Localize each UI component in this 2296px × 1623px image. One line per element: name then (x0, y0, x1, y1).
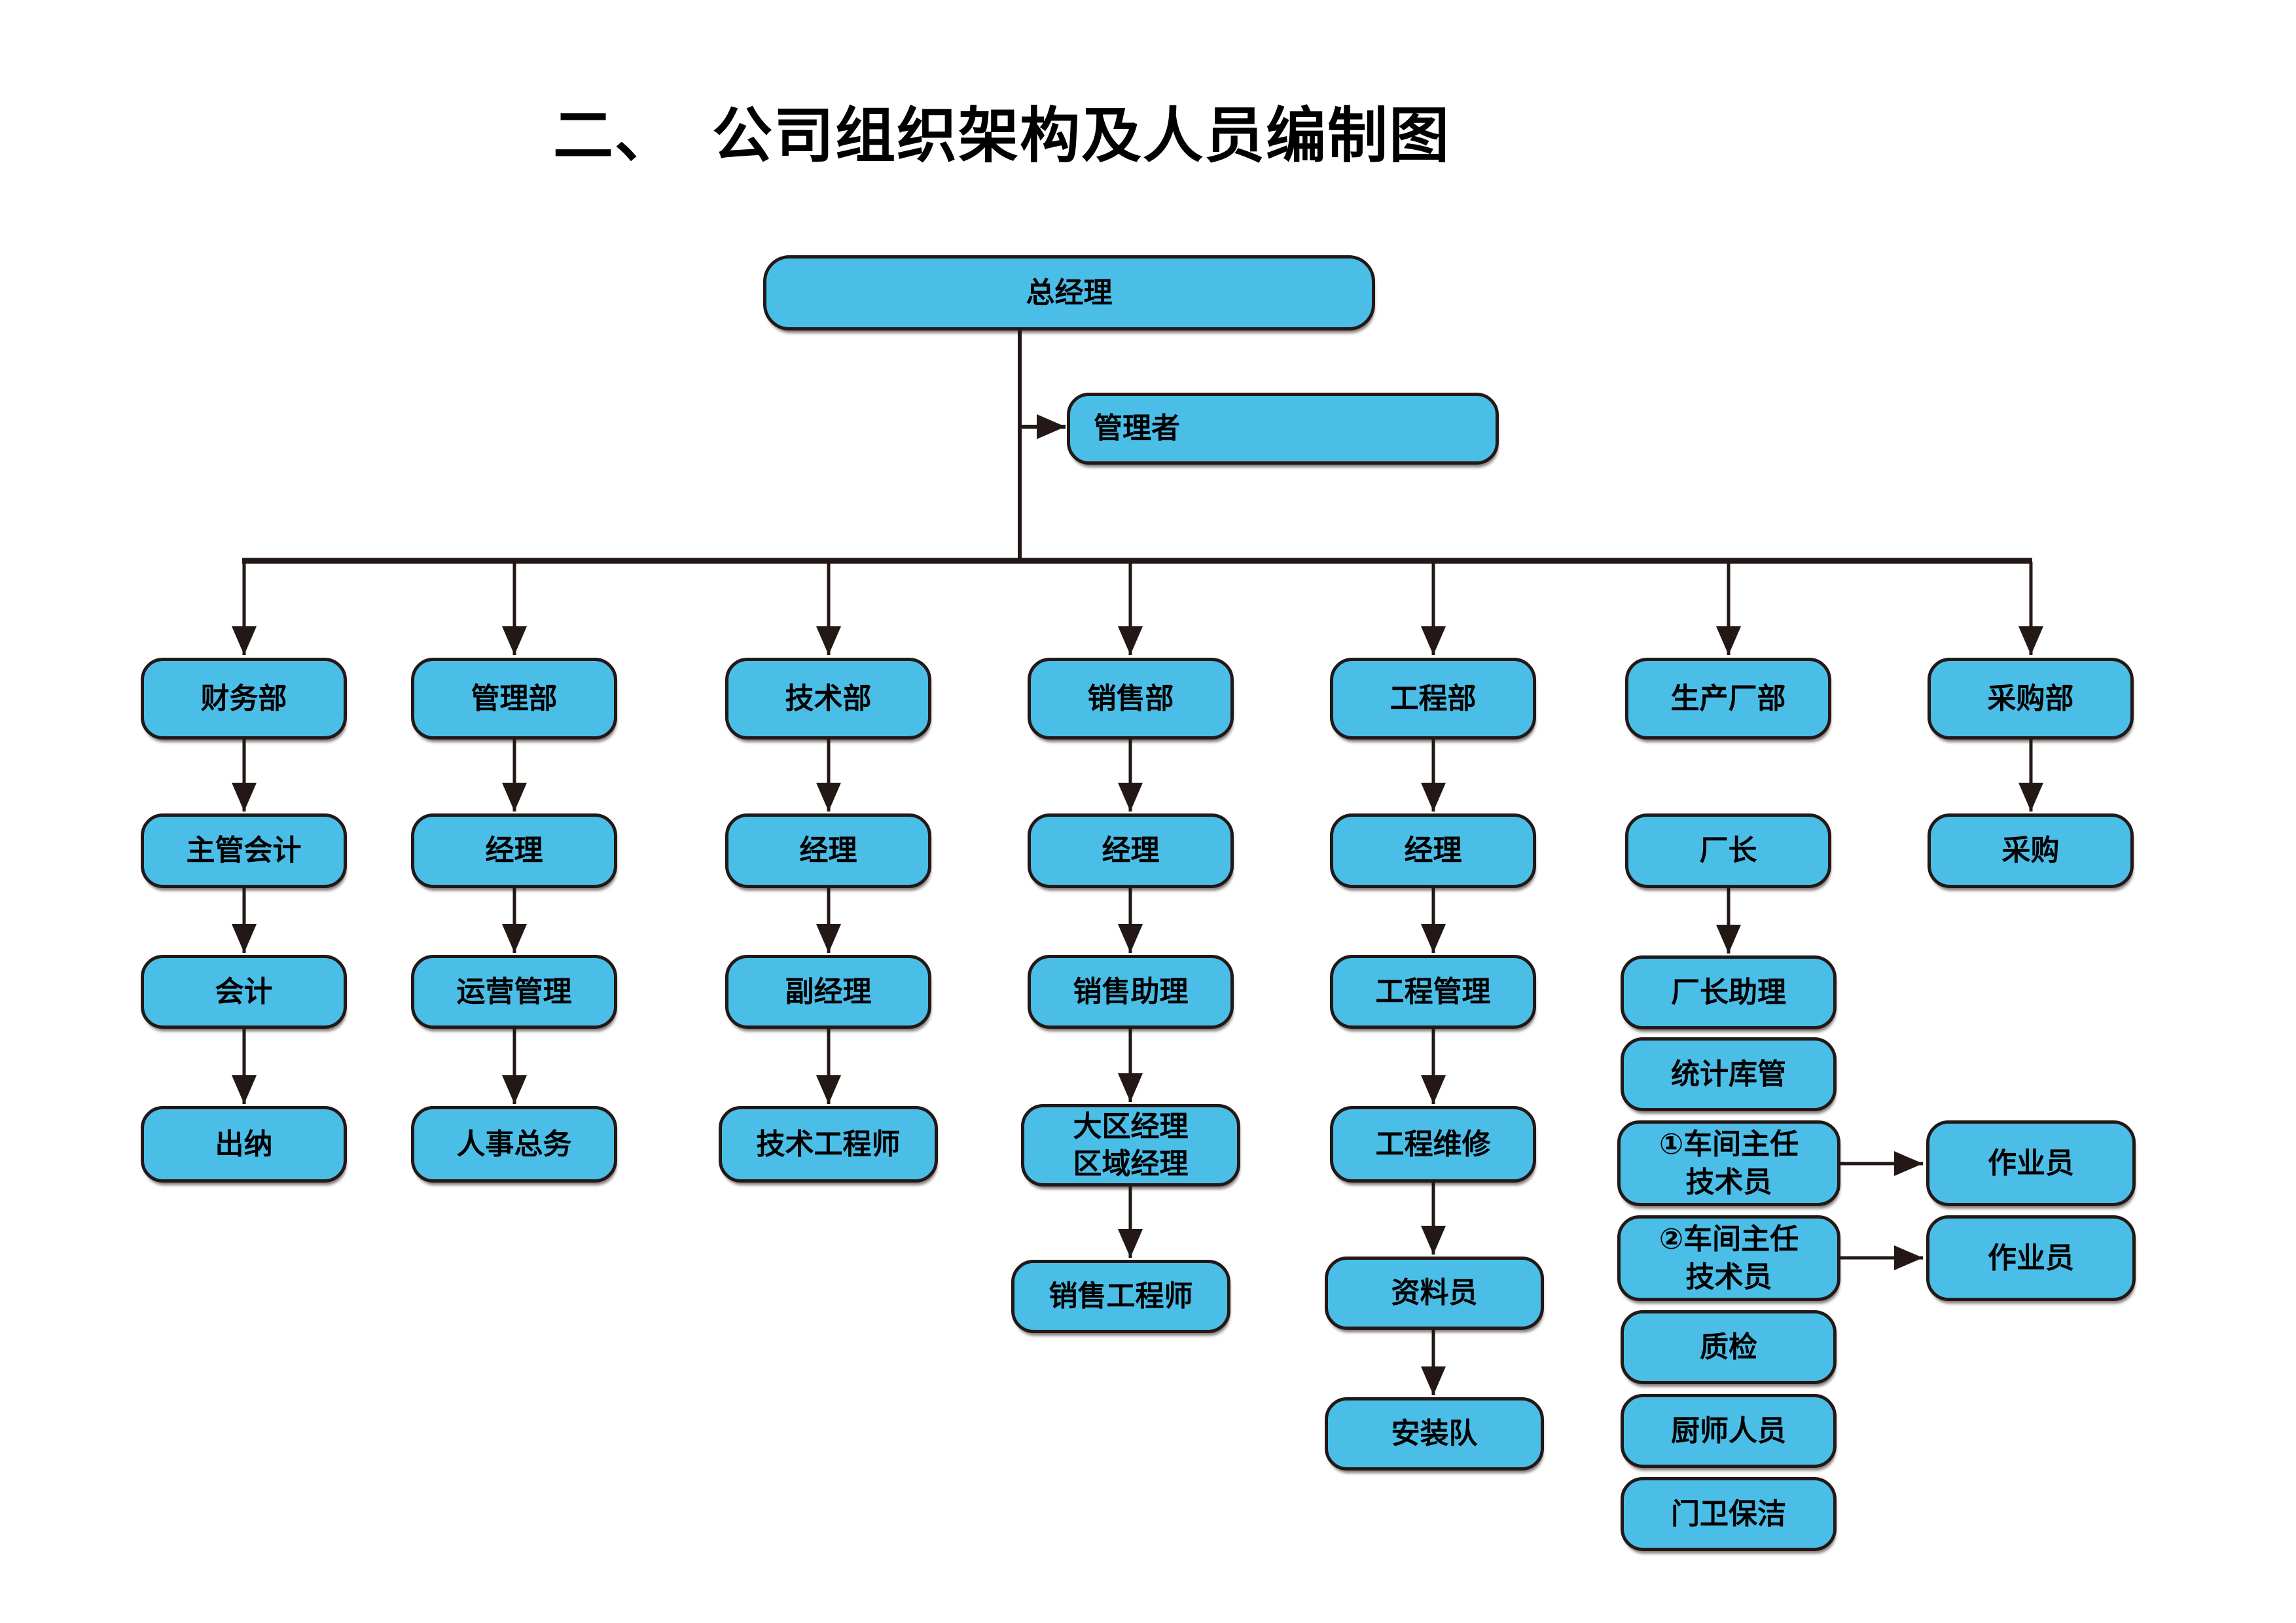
node-admin-manager: 经理 (411, 813, 617, 888)
node-engineering-documentation: 资料员 (1325, 1257, 1544, 1330)
node-dept-purchasing: 采购部 (1928, 658, 2134, 740)
node-production-kitchen: 厨师人员 (1621, 1394, 1837, 1468)
node-tech-manager: 经理 (725, 813, 931, 888)
node-sales-engineer: 销售工程师 (1011, 1260, 1230, 1333)
node-production-qc: 质检 (1621, 1310, 1837, 1384)
node-finance-cashier: 出纳 (141, 1106, 347, 1183)
page-title: 二、 公司组织架构及人员编制图 (553, 103, 1451, 169)
node-dept-tech: 技术部 (725, 658, 931, 740)
node-dept-sales: 销售部 (1028, 658, 1234, 740)
node-finance-accountant: 会计 (141, 955, 347, 1029)
node-operator-2: 作业员 (1926, 1215, 2136, 1301)
node-sales-manager: 经理 (1028, 813, 1234, 888)
node-dept-admin: 管理部 (411, 658, 617, 740)
node-admin-operations: 运营管理 (411, 955, 617, 1029)
node-tech-engineer: 技术工程师 (719, 1106, 938, 1183)
node-engineering-maintenance: 工程维修 (1330, 1106, 1536, 1183)
node-dept-production: 生产厂部 (1625, 658, 1831, 740)
node-production-security-cleaning: 门卫保洁 (1621, 1477, 1837, 1551)
node-production-factory-director: 厂长 (1625, 813, 1831, 888)
node-production-stats-warehouse: 统计库管 (1621, 1037, 1837, 1111)
node-sales-regional-manager: 大区经理 区域经理 (1021, 1104, 1240, 1186)
node-operator-1: 作业员 (1926, 1120, 2136, 1206)
node-tech-deputy-manager: 副经理 (725, 955, 931, 1029)
node-dept-finance: 财务部 (141, 658, 347, 740)
node-finance-chief-accountant: 主管会计 (141, 813, 347, 888)
node-sales-assistant: 销售助理 (1028, 955, 1234, 1029)
node-production-workshop2: ②车间主任 技术员 (1617, 1215, 1840, 1301)
node-dept-engineering: 工程部 (1330, 658, 1536, 740)
node-engineering-installation-team: 安装队 (1325, 1397, 1544, 1471)
node-general-manager: 总经理 (763, 255, 1375, 330)
node-purchasing-buyer: 采购 (1928, 813, 2134, 888)
node-engineering-management: 工程管理 (1330, 955, 1536, 1029)
node-production-workshop1: ①车间主任 技术员 (1617, 1120, 1840, 1206)
node-manager: 管理者 (1067, 393, 1499, 465)
node-production-director-assistant: 厂长助理 (1621, 955, 1837, 1029)
node-engineering-manager: 经理 (1330, 813, 1536, 888)
node-admin-hr-general-affairs: 人事总务 (411, 1106, 617, 1183)
